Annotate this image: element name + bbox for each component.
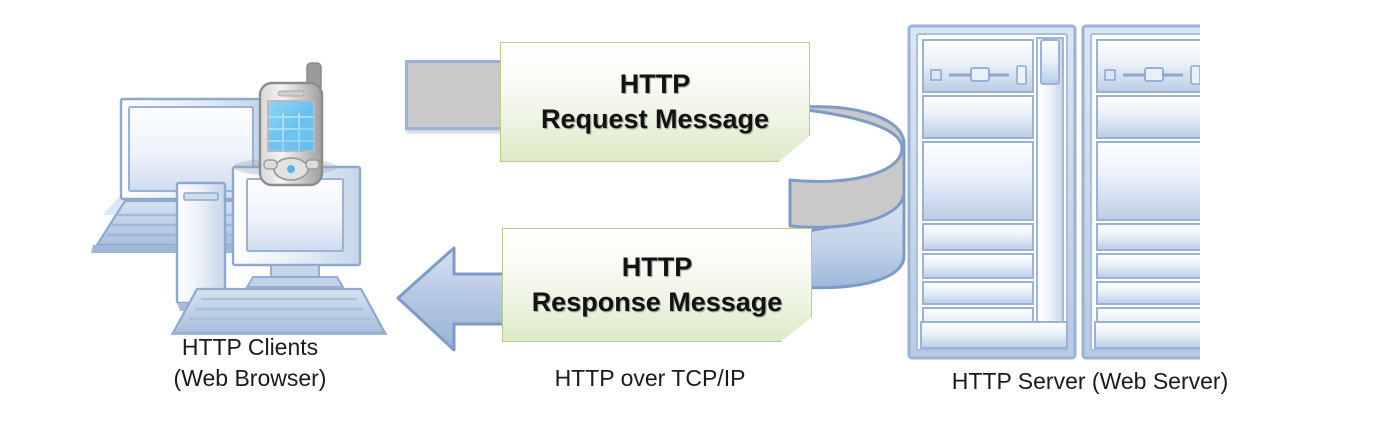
uturn-ribbon-connector xyxy=(786,86,916,316)
server-rack-1 xyxy=(907,24,1077,360)
request-line-2: Request Message xyxy=(540,104,770,134)
rack-front-panel-controls xyxy=(930,65,1027,85)
client-devices-group xyxy=(85,55,415,341)
response-line-1: HTTP xyxy=(621,252,693,282)
desktop-monitor-icon xyxy=(231,165,362,288)
response-arrow-head xyxy=(392,238,512,356)
folded-corner-icon xyxy=(778,314,811,341)
response-line-2: Response Message xyxy=(531,287,783,317)
request-line-1: HTTP xyxy=(619,69,691,99)
transport-caption: HTTP over TCP/IP xyxy=(554,365,746,391)
server-caption: HTTP Server (Web Server) xyxy=(951,368,1229,394)
http-response-message-box[interactable]: HTTP Response Message xyxy=(502,228,812,342)
pda-phone-icon xyxy=(233,62,337,187)
keyboard-icon xyxy=(169,287,389,341)
server-rack-2 xyxy=(1081,24,1251,360)
http-request-message-box[interactable]: HTTP Request Message xyxy=(500,42,810,162)
server-racks-group xyxy=(905,22,1251,362)
clients-caption: HTTP Clients (Web Browser) xyxy=(173,334,327,391)
request-arrow-tail xyxy=(405,60,505,130)
